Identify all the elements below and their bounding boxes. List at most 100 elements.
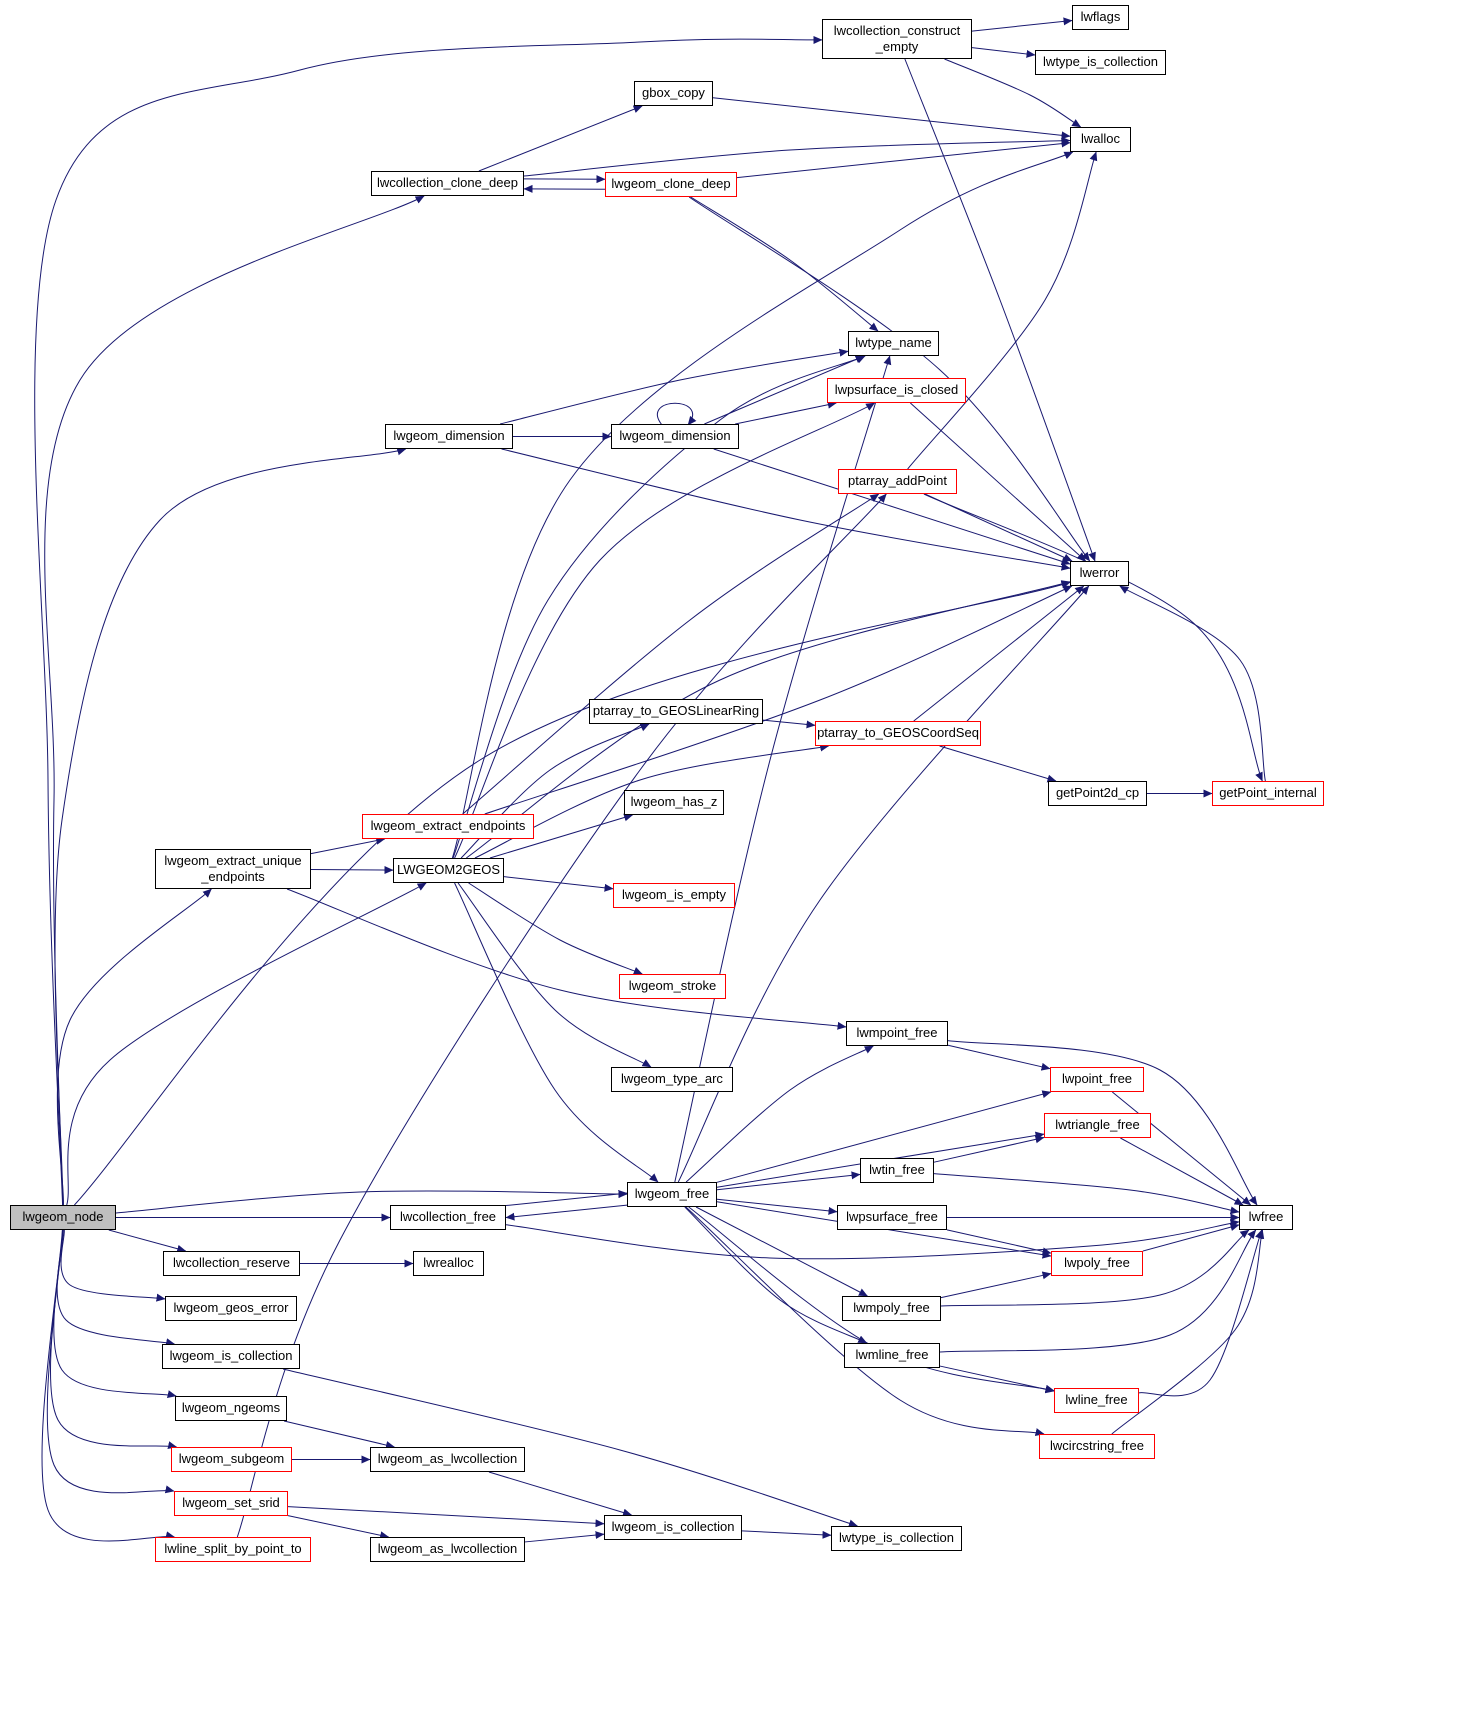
node-lwpoint_free[interactable]: lwpoint_free [1050, 1067, 1144, 1092]
node-lwerror[interactable]: lwerror [1070, 561, 1129, 586]
node-lwgeom_dimension_1[interactable]: lwgeom_dimension [385, 424, 513, 449]
node-lwrealloc[interactable]: lwrealloc [413, 1251, 484, 1276]
node-lwgeom_has_z[interactable]: lwgeom_has_z [624, 790, 724, 815]
node-lwgeom_is_collection_2[interactable]: lwgeom_is_collection [604, 1515, 742, 1540]
edge-lwgeom_is_collection_2--lwtype_is_collection_2 [741, 1530, 832, 1539]
node-lwpsurface_is_closed[interactable]: lwpsurface_is_closed [827, 378, 966, 403]
node-lwmpoly_free[interactable]: lwmpoly_free [842, 1296, 941, 1321]
edge-lwgeom_clone_deep--lwalloc [736, 139, 1071, 179]
node-lwgeom_stroke[interactable]: lwgeom_stroke [619, 974, 726, 999]
node-lwalloc[interactable]: lwalloc [1070, 127, 1131, 152]
edge-lwtin_free--lwtriangle_free [933, 1135, 1045, 1163]
node-lwtype_name[interactable]: lwtype_name [848, 331, 939, 356]
node-lwgeom_extract_endpoints[interactable]: lwgeom_extract_endpoints [362, 814, 534, 839]
edge-lwgeom_node--lwcollection_reserve [108, 1229, 187, 1253]
node-lwcollection_reserve[interactable]: lwcollection_reserve [163, 1251, 300, 1276]
node-lwgeom_node[interactable]: lwgeom_node [10, 1205, 116, 1230]
edge-lwgeom_node--lwgeom_extract_unique_endpoints [56, 888, 212, 1206]
edge-lwcollection_free--lwgeom_free [505, 1190, 628, 1207]
node-lwcollection_construct_empty[interactable]: lwcollection_construct _empty [822, 19, 972, 59]
edge-lwgeom_is_collection_1--lwtype_is_collection_2 [282, 1368, 858, 1528]
node-lwgeom_free[interactable]: lwgeom_free [627, 1182, 717, 1207]
edge-lwgeom_free--lwerror [677, 585, 1090, 1183]
node-lwgeom_ngeoms[interactable]: lwgeom_ngeoms [175, 1396, 287, 1421]
edge-lwgeom_extract_endpoints--lwerror [484, 585, 1073, 815]
edge-lwmpoly_free--lwpoly_free [940, 1271, 1052, 1299]
edge-lwgeom_node--LWGEOM2GEOS [66, 882, 427, 1206]
edge-lwcollection_free--lwfree [505, 1219, 1240, 1260]
node-lwtype_is_collection_2[interactable]: lwtype_is_collection [831, 1526, 962, 1551]
edge-lwgeom_free--lwtin_free [716, 1171, 861, 1191]
edge-lwgeom_extract_unique_endpoints--lwmpoint_free [286, 888, 847, 1030]
node-lwcircstring_free[interactable]: lwcircstring_free [1039, 1434, 1155, 1459]
edge-ptarray_addPoint--getPoint_internal [923, 493, 1263, 782]
edge-lwgeom_set_srid--lwgeom_is_collection_2 [287, 1506, 605, 1528]
edge-lwgeom_ngeoms--lwgeom_as_lwcollection_1 [283, 1420, 395, 1449]
edge-ptarray_to_GEOSLinearRing--ptarray_to_GEOSCoordSeq [762, 719, 816, 729]
edge-lwgeom_clone_deep--lwtype_name [690, 196, 879, 332]
node-lwgeom_extract_unique_endpoints[interactable]: lwgeom_extract_unique _endpoints [155, 849, 311, 889]
edge-LWGEOM2GEOS--lwgeom_has_z [489, 813, 634, 859]
edge-lwpoint_free--lwfree [1111, 1091, 1252, 1206]
edge-lwgeom_as_lwcollection_2--lwgeom_is_collection_2 [524, 1531, 605, 1543]
edge-lwgeom_node--lwcollection_construct_empty [34, 35, 823, 1206]
node-lwcollection_free[interactable]: lwcollection_free [390, 1205, 506, 1230]
edge-lwmline_free--lwline_free [939, 1365, 1055, 1394]
node-lwcollection_clone_deep[interactable]: lwcollection_clone_deep [371, 171, 524, 196]
node-lwgeom_is_empty[interactable]: lwgeom_is_empty [613, 883, 735, 908]
edge-lwcollection_clone_deep--gbox_copy [478, 105, 643, 172]
node-lwgeom_type_arc[interactable]: lwgeom_type_arc [611, 1067, 733, 1092]
edge-lwmpoint_free--lwpoint_free [947, 1044, 1051, 1071]
node-lwtin_free[interactable]: lwtin_free [860, 1158, 934, 1183]
edge-lwgeom_free--lwpsurface_free [716, 1198, 838, 1215]
node-lwgeom_set_srid[interactable]: lwgeom_set_srid [174, 1491, 288, 1516]
node-lwpoly_free[interactable]: lwpoly_free [1051, 1251, 1143, 1276]
node-lwgeom_clone_deep[interactable]: lwgeom_clone_deep [605, 172, 737, 197]
edge-lwcollection_construct_empty--lwalloc [944, 58, 1082, 128]
node-lwflags[interactable]: lwflags [1072, 5, 1129, 30]
edge-lwcollection_construct_empty--lwflags [971, 17, 1073, 32]
edge-lwcollection_construct_empty--lwerror [904, 58, 1096, 562]
node-getPoint2d_cp[interactable]: getPoint2d_cp [1048, 781, 1147, 806]
edge-lwline_free--lwfree [1138, 1229, 1263, 1397]
node-lwmline_free[interactable]: lwmline_free [844, 1343, 940, 1368]
edge-lwgeom_free--lwmline_free [684, 1206, 868, 1344]
node-lwline_split_by_point_to[interactable]: lwline_split_by_point_to [155, 1537, 311, 1562]
edge-lwpoly_free--lwfree [1142, 1223, 1240, 1252]
node-lwpsurface_free[interactable]: lwpsurface_free [837, 1205, 947, 1230]
node-lwtriangle_free[interactable]: lwtriangle_free [1044, 1113, 1151, 1138]
edge-lwcollection_construct_empty--lwtype_is_collection_1 [971, 47, 1036, 58]
edge-lwgeom_extract_unique_endpoints--LWGEOM2GEOS [310, 866, 394, 875]
edge-lwgeom_dimension_2--lwgeom_dimension_2 [656, 402, 697, 426]
edge-LWGEOM2GEOS--lwgeom_free [454, 882, 659, 1183]
edge-lwgeom_dimension_2--lwpsurface_is_closed [735, 400, 837, 425]
node-lwgeom_dimension_2[interactable]: lwgeom_dimension [611, 424, 739, 449]
node-lwfree[interactable]: lwfree [1239, 1205, 1293, 1230]
node-ptarray_addPoint[interactable]: ptarray_addPoint [838, 469, 957, 494]
edge-lwgeom_dimension_1--lwerror [501, 448, 1071, 571]
edge-lwline_split_by_point_to--ptarray_addPoint [236, 493, 887, 1538]
edge-lwgeom_set_srid--lwgeom_as_lwcollection_2 [287, 1515, 390, 1540]
edge-lwgeom_node--lwgeom_set_srid [46, 1229, 175, 1494]
node-lwgeom_is_collection_1[interactable]: lwgeom_is_collection [162, 1344, 300, 1369]
node-lwgeom_as_lwcollection_1[interactable]: lwgeom_as_lwcollection [370, 1447, 525, 1472]
edge-lwgeom_free--lwmpoly_free [695, 1206, 868, 1297]
node-lwgeom_subgeom[interactable]: lwgeom_subgeom [171, 1447, 292, 1472]
node-lwgeom_as_lwcollection_2[interactable]: lwgeom_as_lwcollection [370, 1537, 525, 1562]
node-lwline_free[interactable]: lwline_free [1054, 1388, 1139, 1413]
node-ptarray_to_GEOSCoordSeq[interactable]: ptarray_to_GEOSCoordSeq [815, 721, 981, 746]
node-lwmpoint_free[interactable]: lwmpoint_free [846, 1021, 948, 1046]
edge-lwgeom_node--lwgeom_geos_error [60, 1229, 166, 1302]
node-gbox_copy[interactable]: gbox_copy [634, 81, 713, 106]
node-lwtype_is_collection_1[interactable]: lwtype_is_collection [1035, 50, 1166, 75]
node-lwgeom_geos_error[interactable]: lwgeom_geos_error [165, 1296, 297, 1321]
edge-LWGEOM2GEOS--lwgeom_type_arc [457, 882, 652, 1068]
node-LWGEOM2GEOS[interactable]: LWGEOM2GEOS [393, 858, 504, 883]
node-ptarray_to_GEOSLinearRing[interactable]: ptarray_to_GEOSLinearRing [589, 699, 763, 724]
edge-lwcollection_clone_deep--lwalloc [523, 136, 1071, 177]
edge-lwgeom_node--lwgeom_subgeom [50, 1229, 178, 1450]
edge-gbox_copy--lwalloc [712, 97, 1071, 140]
edge-ptarray_to_GEOSCoordSeq--lwerror [913, 585, 1085, 722]
node-getPoint_internal[interactable]: getPoint_internal [1212, 781, 1324, 806]
